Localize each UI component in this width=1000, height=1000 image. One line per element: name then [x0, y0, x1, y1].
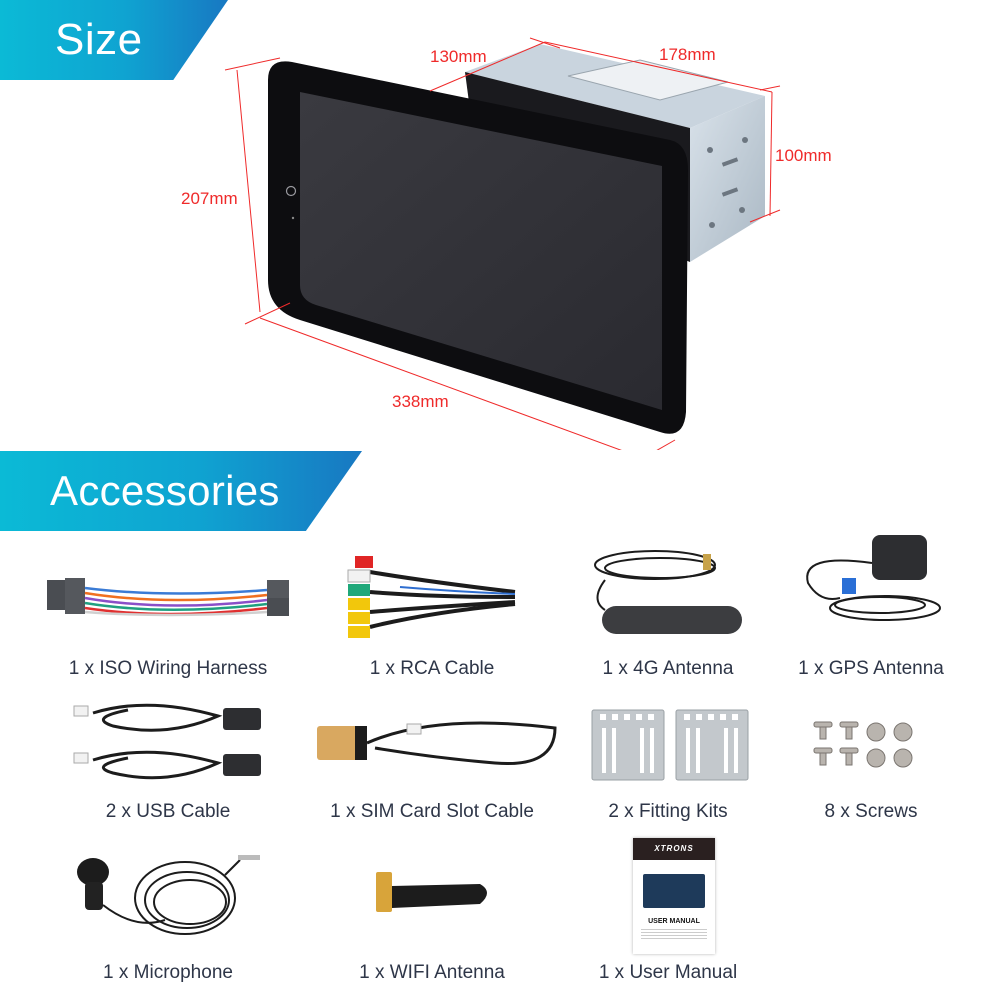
dimension-screen-height-label: 207mm	[181, 189, 238, 208]
user-manual-icon: XTRONS USER MANUAL	[633, 838, 715, 954]
accessories-section-banner: Accessories	[0, 451, 362, 531]
accessory-label: 1 x Microphone	[103, 962, 233, 983]
rca-cable-icon	[347, 556, 516, 638]
accessory-label: 1 x WIFI Antenna	[359, 962, 505, 983]
size-section-title: Size	[55, 15, 143, 64]
microphone-icon	[77, 855, 260, 935]
4g-antenna-icon	[594, 550, 742, 634]
screws-icon	[813, 721, 913, 768]
manual-cover-screen	[643, 874, 705, 908]
accessory-label: 2 x USB Cable	[105, 801, 231, 822]
iso-harness-icon	[47, 578, 289, 617]
accessory-label: 2 x Fitting Kits	[608, 801, 728, 822]
accessory-label: 1 x GPS Antenna	[798, 658, 944, 679]
dimension-depth-label: 130mm	[430, 47, 487, 66]
accessory-label: 1 x RCA Cable	[369, 658, 495, 679]
manual-brand: XTRONS	[633, 838, 715, 860]
wifi-antenna-icon	[376, 872, 487, 912]
size-diagram: 130mm 178mm 100mm 207mm 338mm	[0, 0, 1000, 461]
fitting-kit-icon	[591, 709, 749, 781]
head-unit-image	[224, 37, 781, 461]
accessory-label: 8 x Screws	[824, 801, 918, 822]
dimension-unit-width-label: 178mm	[659, 45, 716, 64]
accessory-label: 1 x SIM Card Slot Cable	[330, 801, 534, 822]
gps-antenna-icon	[806, 535, 941, 621]
manual-title: USER MANUAL	[648, 918, 700, 925]
accessory-label: 1 x User Manual	[598, 962, 738, 983]
accessory-label: 1 x ISO Wiring Harness	[68, 658, 268, 679]
dimension-unit-height-label: 100mm	[775, 146, 832, 165]
dimension-screen-width-label: 338mm	[392, 392, 449, 411]
accessory-label: 1 x 4G Antenna	[602, 658, 734, 679]
home-button-icon	[285, 185, 297, 197]
sim-cable-icon	[317, 721, 557, 766]
usb-cable-icon	[73, 703, 261, 780]
size-section-banner: Size	[0, 0, 228, 80]
accessories-section-title: Accessories	[50, 467, 280, 514]
